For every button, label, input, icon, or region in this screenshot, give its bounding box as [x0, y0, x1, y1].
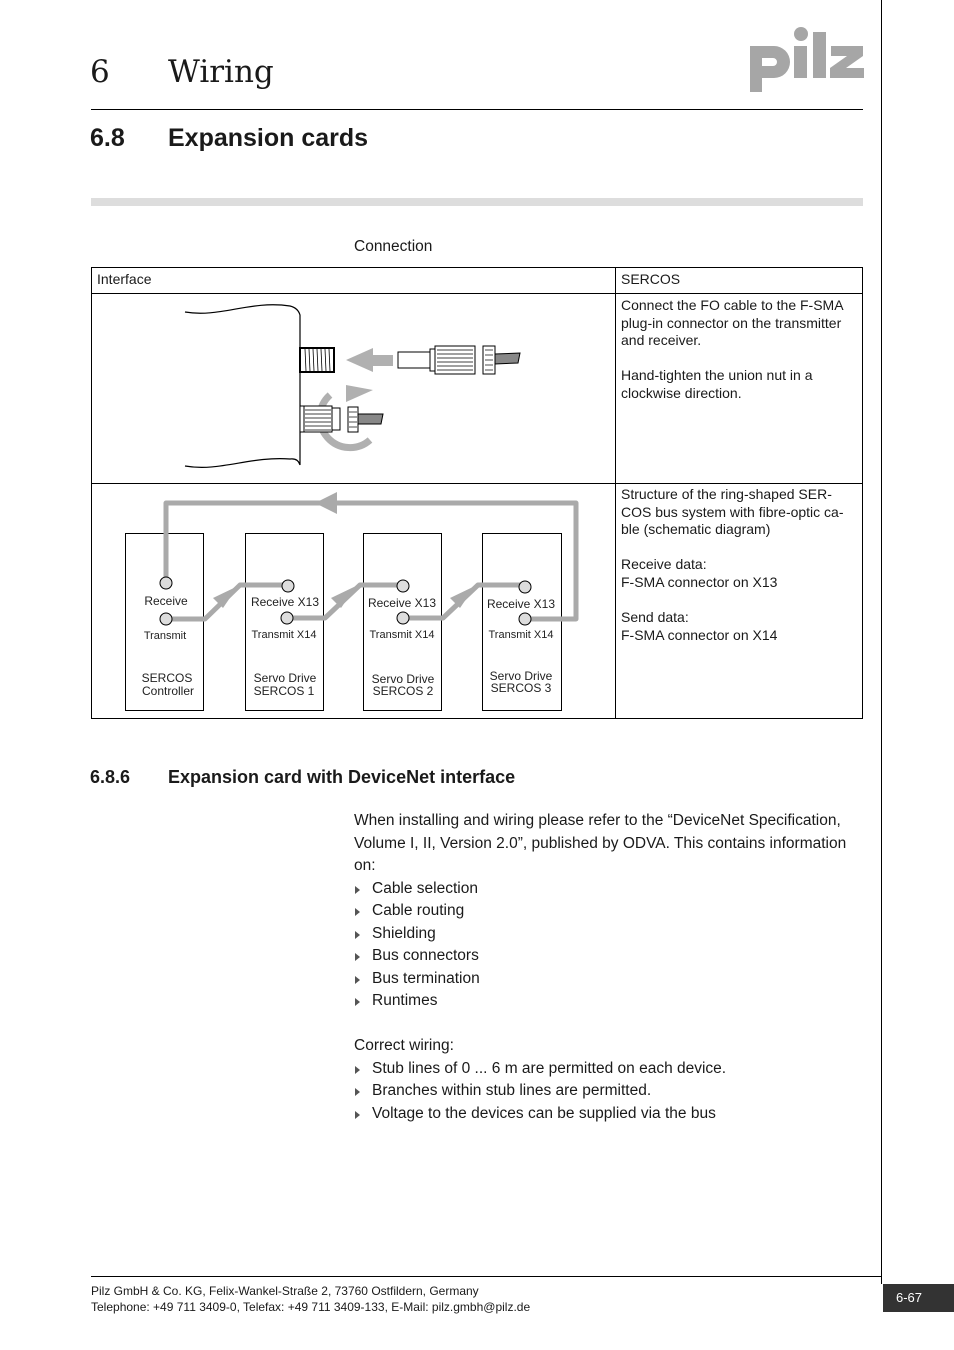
bullet-triangle-icon [355, 885, 360, 894]
drive1-name: Servo Drive [254, 671, 317, 685]
info-list: Cable selection Cable routing Shielding … [354, 878, 864, 1013]
controller-receive: Receive [144, 594, 188, 608]
subsection-number: 6.8.6 [90, 767, 131, 787]
header-sercos: SERCOS [621, 271, 681, 287]
section-bar [91, 198, 863, 206]
drive2-transmit: Transmit X14 [369, 629, 434, 641]
bullet-triangle-icon [355, 908, 360, 916]
pilz-logo [750, 27, 864, 92]
bullet-triangle-icon [355, 953, 360, 961]
chapter-title: Wiring [168, 54, 274, 90]
table-caption: Connection [354, 238, 433, 255]
bullet-triangle-icon [355, 975, 360, 984]
ring-return-line [163, 500, 579, 622]
connection-table: Interface SERCOS Connect the FO cable to… [91, 267, 863, 719]
insert-arrow-icon [346, 348, 393, 372]
bullet-triangle-icon [355, 1065, 360, 1074]
section-number: 6.8 [90, 124, 125, 152]
page-number: 6-67 [883, 1284, 954, 1312]
drive2-receive: Receive X13 [368, 596, 436, 610]
chapter-number: 6 [90, 54, 110, 90]
list-item: Cable routing [354, 900, 864, 923]
controller-name: Controller [142, 684, 194, 698]
subsection-title: Expansion card with DeviceNet interface [168, 767, 516, 787]
header-interface: Interface [97, 271, 152, 287]
list-item: Runtimes [354, 990, 864, 1013]
drive3-receive: Receive X13 [487, 597, 555, 611]
header-rule [91, 109, 863, 110]
controller-transmit: Transmit [144, 630, 186, 642]
list-item: Bus connectors [354, 945, 864, 968]
drive2-name: Servo Drive [372, 672, 435, 686]
bullet-triangle-icon [355, 1088, 360, 1096]
sercos-ring-diagram: Receive Transmit SERCOS Controller Recei… [125, 492, 579, 711]
drive1-name: SERCOS 1 [254, 684, 315, 698]
controller-name: SERCOS [142, 671, 193, 685]
wiring-list: Stub lines of 0 ... 6 m are permitted on… [354, 1058, 864, 1126]
fo-connector-diagram [184, 304, 521, 468]
footer-address: Pilz GmbH & Co. KG, Felix-Wankel-Straße … [91, 1284, 531, 1314]
row1-text: Connect the FO cable to the F-SMA plug-i… [621, 297, 843, 401]
rotate-arrow-icon [316, 392, 373, 452]
margin-rule [881, 0, 882, 1284]
list-item: Stub lines of 0 ... 6 m are permitted on… [354, 1058, 864, 1081]
drive3-name: Servo Drive [490, 669, 553, 683]
drive3-transmit: Transmit X14 [488, 629, 553, 641]
devicenet-text: When installing and wiring please refer … [354, 810, 864, 1125]
list-item: Shielding [354, 923, 864, 946]
list-item: Voltage to the devices can be supplied v… [354, 1103, 864, 1126]
fo-plug [397, 345, 521, 375]
bullet-triangle-icon [355, 1110, 360, 1119]
intro-paragraph: When installing and wiring please refer … [354, 812, 847, 874]
bullet-triangle-icon [355, 998, 360, 1006]
correct-wiring-label: Correct wiring: [354, 1037, 454, 1054]
section-title: Expansion cards [168, 124, 369, 152]
list-item: Cable selection [354, 878, 864, 901]
footer-rule [91, 1276, 882, 1277]
drive2-name: SERCOS 2 [373, 684, 434, 698]
row2-text: Structure of the ring-shaped SER-COS bus… [621, 486, 844, 643]
drive1-transmit: Transmit X14 [251, 629, 316, 641]
drive3-name: SERCOS 3 [491, 681, 552, 695]
list-item: Bus termination [354, 968, 864, 991]
bullet-triangle-icon [355, 930, 360, 939]
list-item: Branches within stub lines are permitted… [354, 1080, 864, 1103]
drive1-receive: Receive X13 [251, 595, 319, 609]
